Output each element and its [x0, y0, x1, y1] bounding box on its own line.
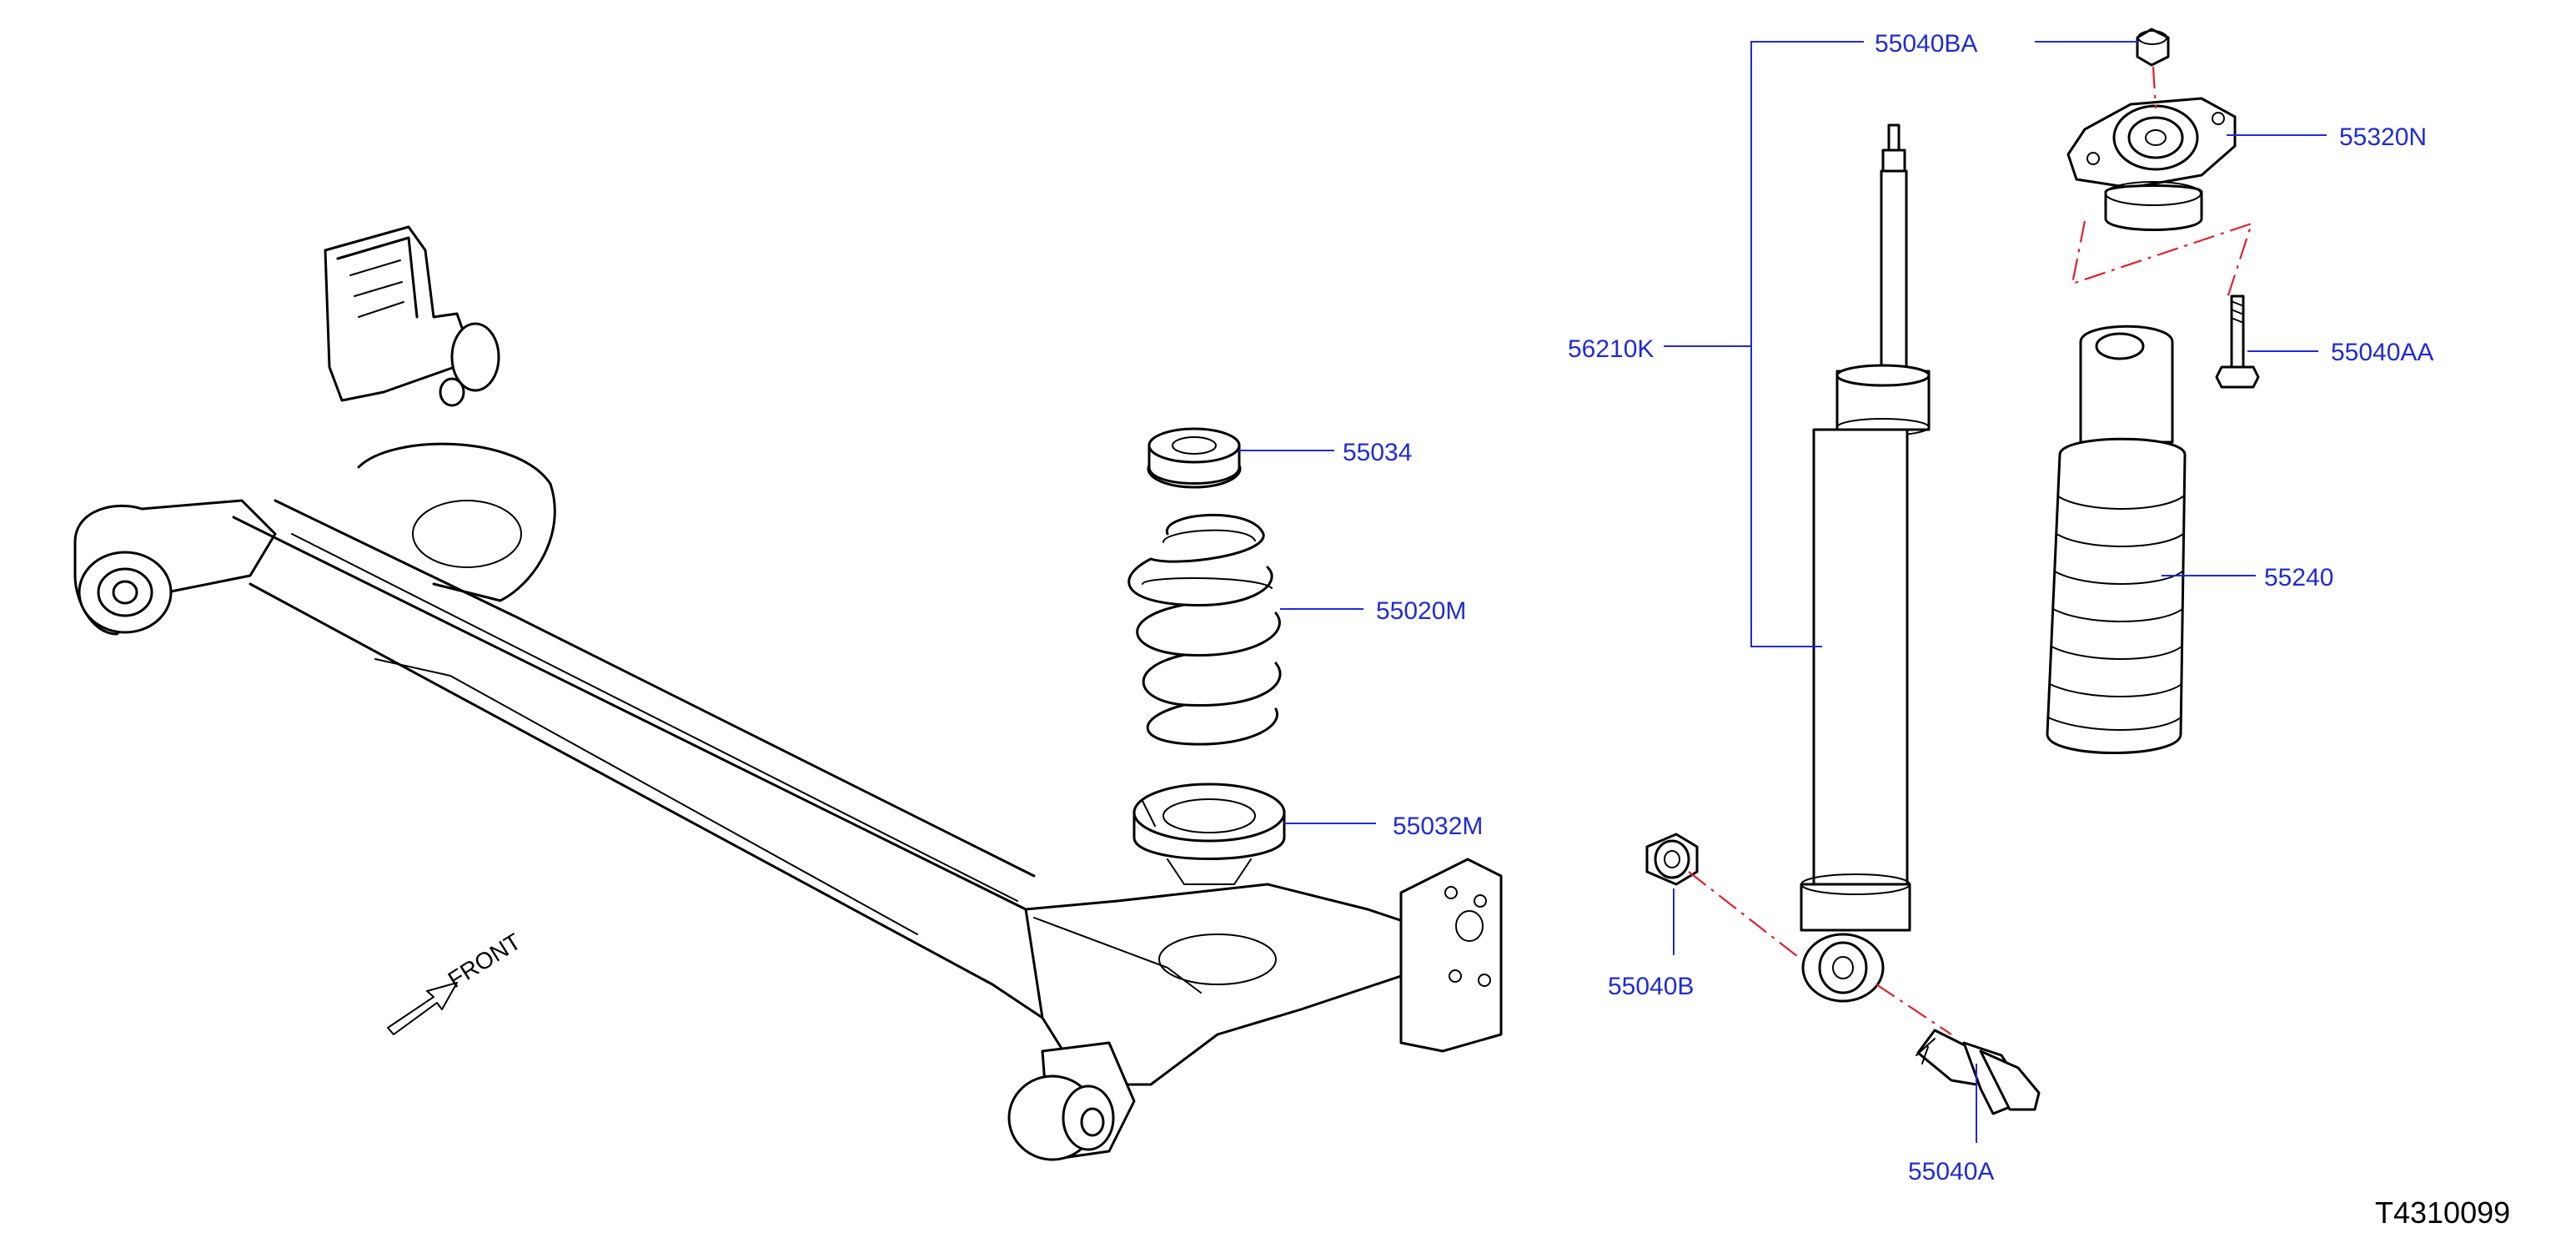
- rear-axle-beam-illustration: [73, 225, 1503, 1161]
- upper-mount-illustration: [2066, 97, 2237, 231]
- part-label-shock-absorber[interactable]: 56210K: [1568, 335, 1654, 363]
- part-labels: 55034 55020M 55032M 56210K 55040BA 55320…: [1343, 30, 2433, 1185]
- part-label-lower-bolt[interactable]: 55040A: [1908, 1158, 1994, 1185]
- coil-spring-illustration: [1127, 513, 1282, 746]
- bumper-boot-illustration: [2046, 325, 2187, 754]
- lower-washer-illustration: [1645, 833, 1699, 886]
- leader-lines: [1238, 41, 2327, 1143]
- part-label-lower-washer[interactable]: 55040B: [1608, 973, 1694, 1000]
- alignment-lines: [1688, 66, 2253, 1035]
- lower-bolt-illustration: [1916, 1029, 2041, 1115]
- front-direction-indicator: FRONT: [387, 929, 525, 1035]
- part-label-spring-upper-seat[interactable]: 55034: [1343, 439, 1412, 466]
- front-label: FRONT: [444, 929, 525, 993]
- part-label-spring-lower-seat[interactable]: 55032M: [1393, 813, 1483, 840]
- upper-nut-illustration: [2136, 28, 2170, 67]
- part-label-bumper-boot[interactable]: 55240: [2264, 564, 2333, 591]
- part-label-upper-nut[interactable]: 55040BA: [1875, 30, 1977, 58]
- spring-lower-seat-illustration: [1132, 783, 1286, 885]
- part-label-mount-bolt[interactable]: 55040AA: [2331, 339, 2433, 366]
- part-label-coil-spring[interactable]: 55020M: [1376, 597, 1466, 625]
- spring-upper-seat-illustration: [1147, 427, 1242, 489]
- diagram-reference-number: T4310099: [2375, 1195, 2510, 1230]
- mount-bolt-illustration: [2215, 294, 2260, 389]
- part-label-upper-mount[interactable]: 55320N: [2339, 123, 2427, 151]
- shock-absorber-illustration: [1800, 123, 1931, 1003]
- front-arrow-icon: [387, 982, 458, 1035]
